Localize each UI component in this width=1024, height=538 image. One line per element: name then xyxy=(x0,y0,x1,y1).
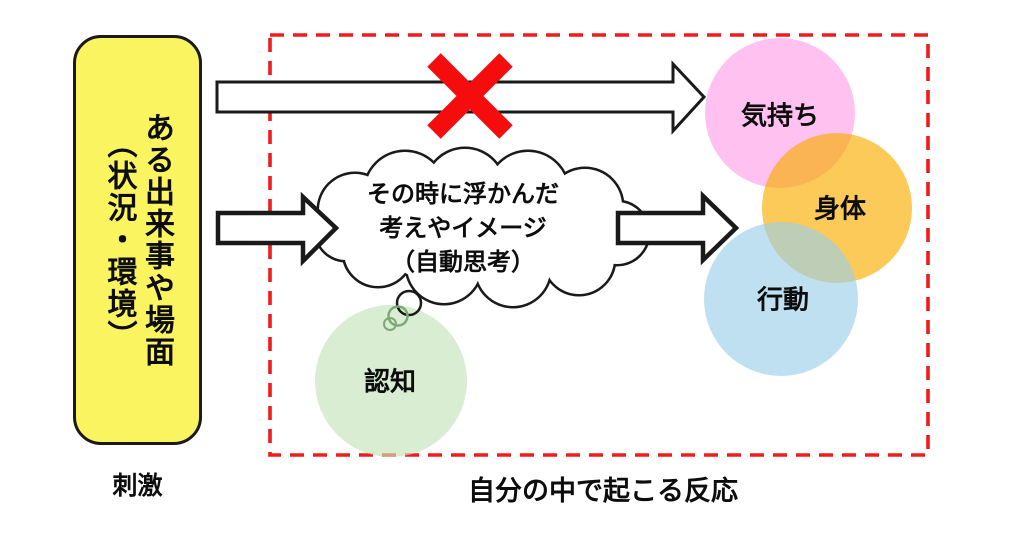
cognition-label: 認知 xyxy=(363,367,417,398)
thought-cloud-line3: （自動思考） xyxy=(391,248,535,276)
cognition-circle xyxy=(315,305,467,457)
behavior-circle xyxy=(704,222,858,376)
stimulus-caption: 刺激 xyxy=(112,471,163,500)
thought-cloud-body xyxy=(316,149,648,306)
behavior-label: 行動 xyxy=(756,285,810,316)
thought-cloud-text: その時に浮かんだ 考えやイメージ （自動思考） xyxy=(338,177,588,279)
body-label: 身体 xyxy=(813,194,867,225)
stimulus-text-line2: （状況・環境） xyxy=(101,128,137,352)
reaction-caption: 自分の中で起こる反応 xyxy=(468,476,738,507)
stimulus-box-text: ある出来事や場面 （状況・環境） xyxy=(100,112,175,368)
arrow-to-reactions xyxy=(615,190,740,266)
stimulus-box: ある出来事や場面 （状況・環境） xyxy=(73,35,202,445)
arrow-to-thought xyxy=(215,191,340,267)
thought-tail-bubbles xyxy=(383,289,423,331)
x-mark-icon xyxy=(427,53,513,139)
feelings-label: 気持ち xyxy=(740,101,820,132)
stimulus-text-line1: ある出来事や場面 xyxy=(139,112,174,368)
thought-cloud-line1: その時に浮かんだ xyxy=(367,180,559,208)
thought-cloud-line2: 考えやイメージ xyxy=(379,214,547,242)
